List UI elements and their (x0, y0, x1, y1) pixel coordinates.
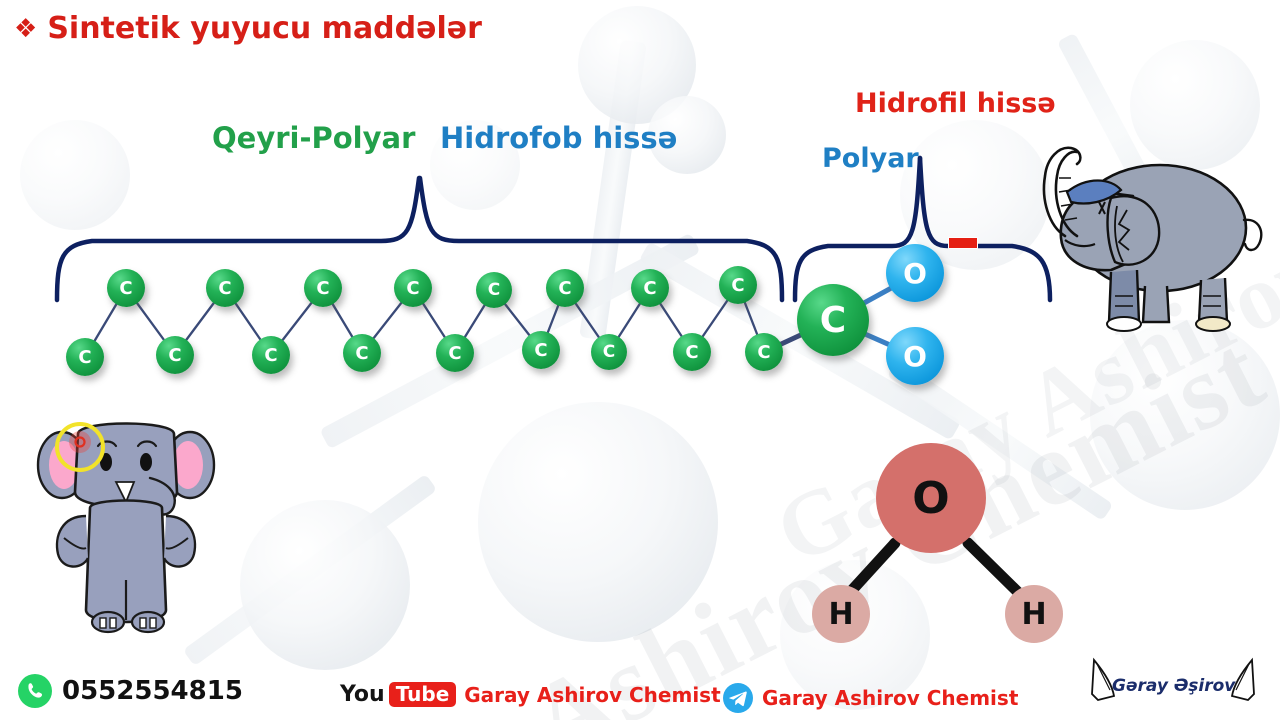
label-hydrophilic: Hidrofil hissə (855, 88, 1056, 119)
atom-carbon: C (107, 269, 145, 307)
footer-youtube: You Tube Garay Ashirov Chemist (340, 682, 721, 707)
title-label: Sintetik yuyucu maddələr (47, 11, 482, 46)
atom-carbon: C (631, 269, 669, 307)
youtube-icon[interactable]: You Tube (340, 682, 457, 707)
telegram-channel-name: Garay Ashirov Chemist (762, 686, 1019, 710)
atom-carbon: C (66, 338, 104, 376)
water-hydrogen-atom-left: H (812, 585, 870, 643)
atom-carbon: C (436, 334, 474, 372)
atom-carbon: C (719, 266, 757, 304)
whatsapp-number: 0552554815 (62, 676, 243, 706)
negative-charge-icon (948, 237, 978, 249)
atom-oxygen-top: O (886, 244, 944, 302)
youtube-channel-name: Garay Ashirov Chemist (464, 682, 721, 707)
whatsapp-icon[interactable] (16, 672, 54, 710)
footer-signature: Gəray Əşirov (1112, 676, 1235, 696)
atom-carbon: C (304, 269, 342, 307)
cursor-highlight-ring (55, 422, 105, 472)
cartoon-elephant-side (1042, 146, 1263, 332)
atom-carbon: C (394, 269, 432, 307)
atom-carboxylate-carbon: C (797, 284, 869, 356)
atom-carbon: C (546, 269, 584, 307)
signature-name: Gəray Əşirov (1112, 676, 1236, 696)
atom-carbon: C (343, 334, 381, 372)
atom-carbon: C (252, 336, 290, 374)
water-oxygen-atom: O (876, 443, 986, 553)
label-hydrophobic: Hidrofob hissə (440, 121, 678, 155)
atom-carbon: C (591, 334, 627, 370)
telegram-icon[interactable] (722, 682, 754, 714)
diamond-bullet-icon: ❖ (14, 14, 38, 44)
atom-oxygen-bottom: O (886, 327, 944, 385)
atom-carbon: C (206, 269, 244, 307)
atom-carbon: C (745, 333, 783, 371)
atom-carbon: C (156, 336, 194, 374)
footer-whatsapp: 0552554815 (16, 672, 243, 710)
cartoon-elephant-front (36, 422, 216, 634)
background-watermark-text: Garay Ashirov Chemist (219, 311, 1280, 720)
atom-carbon: C (673, 333, 711, 371)
footer-telegram: Garay Ashirov Chemist (722, 682, 1018, 714)
water-hydrogen-atom-right: H (1005, 585, 1063, 643)
youtube-brand-tube: Tube (388, 682, 457, 707)
atom-carbon: C (476, 272, 512, 308)
page-title: ❖ Sintetik yuyucu maddələr (14, 14, 482, 44)
youtube-brand-you: You (340, 682, 385, 707)
label-nonpolar: Qeyri-Polyar (212, 121, 416, 155)
label-polar: Polyar (822, 143, 919, 174)
atom-carbon: C (522, 331, 560, 369)
